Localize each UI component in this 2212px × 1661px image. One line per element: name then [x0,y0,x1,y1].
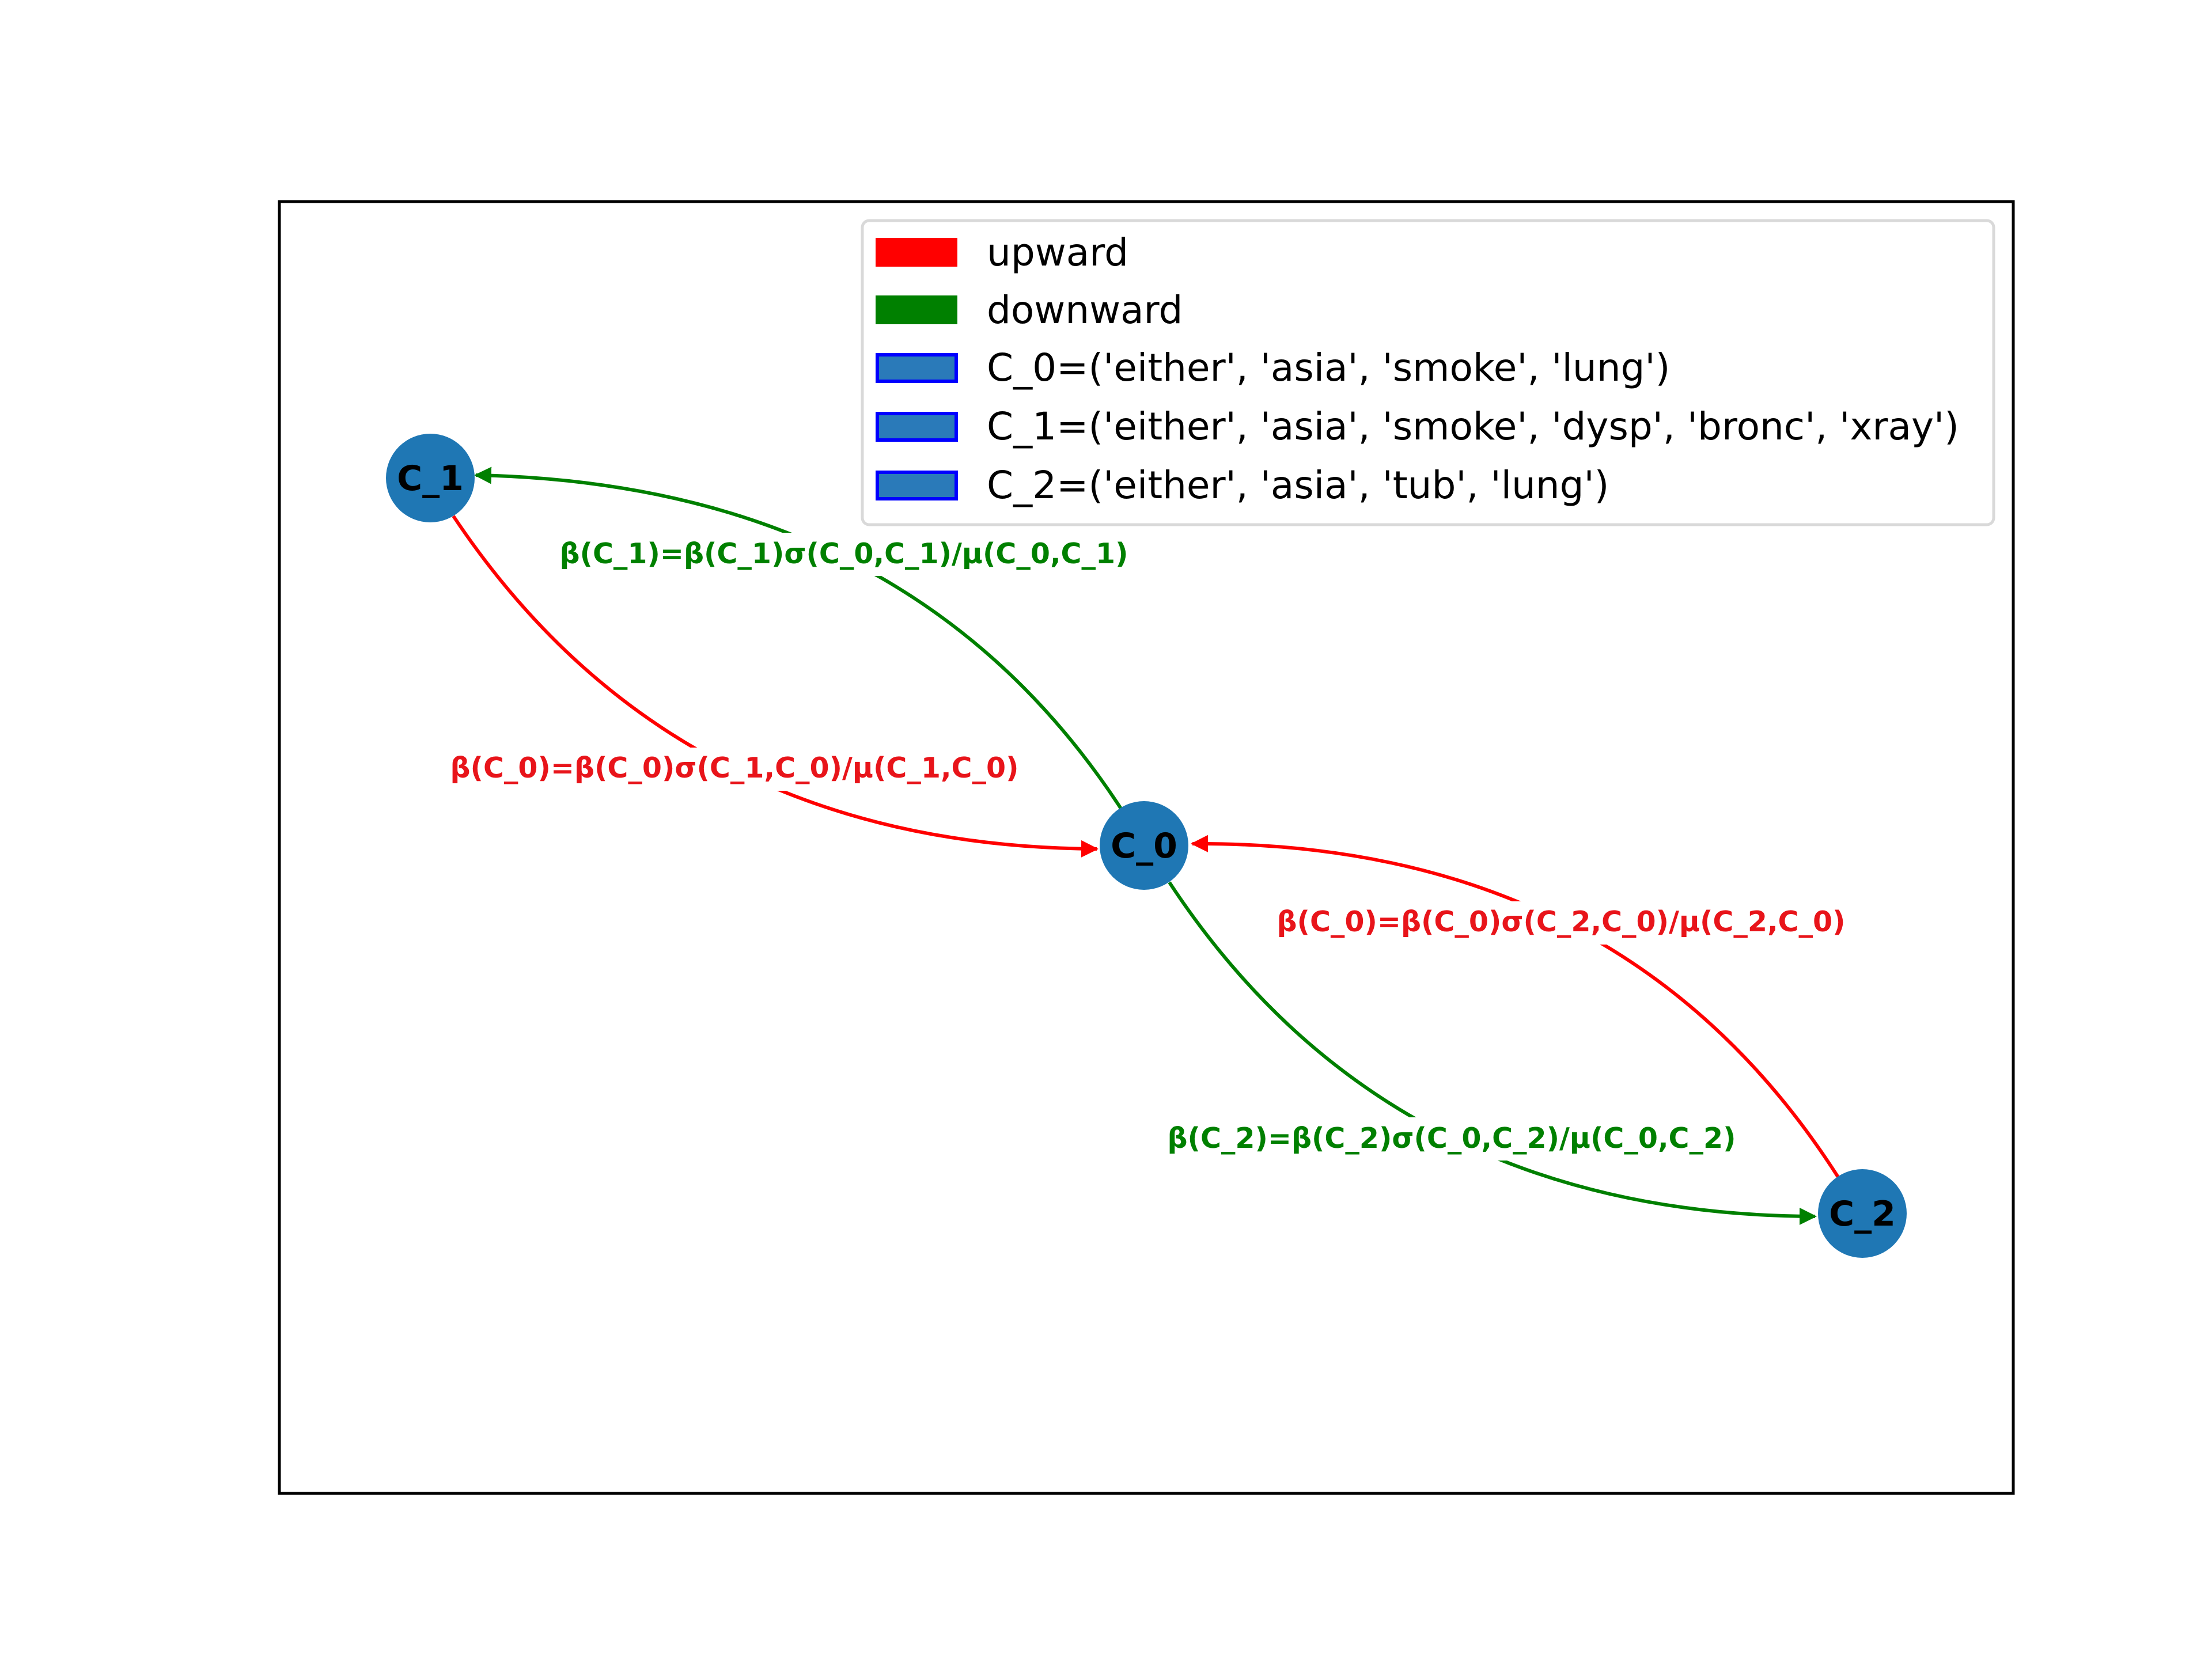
node-c2: C_2 [1818,1169,1907,1258]
edge-label-text: β(C_0)=β(C_0)σ(C_2,C_0)/μ(C_2,C_0) [1277,905,1845,938]
legend-label: C_0=('either', 'asia', 'smoke', 'lung') [987,346,1670,390]
legend-frame [861,219,1995,526]
legend-swatch [876,238,957,267]
legend-swatch [876,353,958,383]
legend-item-c1: C_1=('either', 'asia', 'smoke', 'dysp', … [876,404,1959,449]
edge-label-text: β(C_1)=β(C_1)σ(C_0,C_1)/μ(C_0,C_1) [559,537,1128,570]
edge-label-text: β(C_0)=β(C_0)σ(C_1,C_0)/μ(C_1,C_0) [450,752,1018,784]
legend-item-c2: C_2=('either', 'asia', 'tub', 'lung') [876,463,1609,507]
node-c0: C_0 [1100,801,1188,890]
node-label: C_1 [397,458,464,499]
edge-label-c2-to-c0: β(C_0)=β(C_0)σ(C_2,C_0)/μ(C_2,C_0) [1267,901,1855,945]
legend-label: upward [987,230,1128,275]
edge-label-c0-to-c2: β(C_2)=β(C_2)σ(C_0,C_2)/μ(C_0,C_2) [1158,1117,1745,1161]
legend-label: C_1=('either', 'asia', 'smoke', 'dysp', … [987,404,1959,449]
node-c1: C_1 [386,434,475,522]
legend: upward downward C_0=('either', 'asia', '… [861,219,1995,526]
legend-label: downward [987,288,1183,332]
edge-label-c0-to-c1: β(C_1)=β(C_1)σ(C_0,C_1)/μ(C_0,C_1) [550,533,1138,576]
legend-label: C_2=('either', 'asia', 'tub', 'lung') [987,463,1609,507]
legend-item-upward: upward [876,230,1128,275]
node-label: C_0 [1111,826,1177,866]
node-label: C_2 [1829,1194,1896,1234]
legend-item-downward: downward [876,288,1183,332]
legend-swatch [876,412,958,442]
legend-swatch [876,471,958,500]
legend-swatch [876,295,957,324]
edge-label-text: β(C_2)=β(C_2)σ(C_0,C_2)/μ(C_0,C_2) [1167,1122,1736,1155]
edge-label-c1-to-c0: β(C_0)=β(C_0)σ(C_1,C_0)/μ(C_1,C_0) [441,748,1028,791]
legend-item-c0: C_0=('either', 'asia', 'smoke', 'lung') [876,346,1670,390]
